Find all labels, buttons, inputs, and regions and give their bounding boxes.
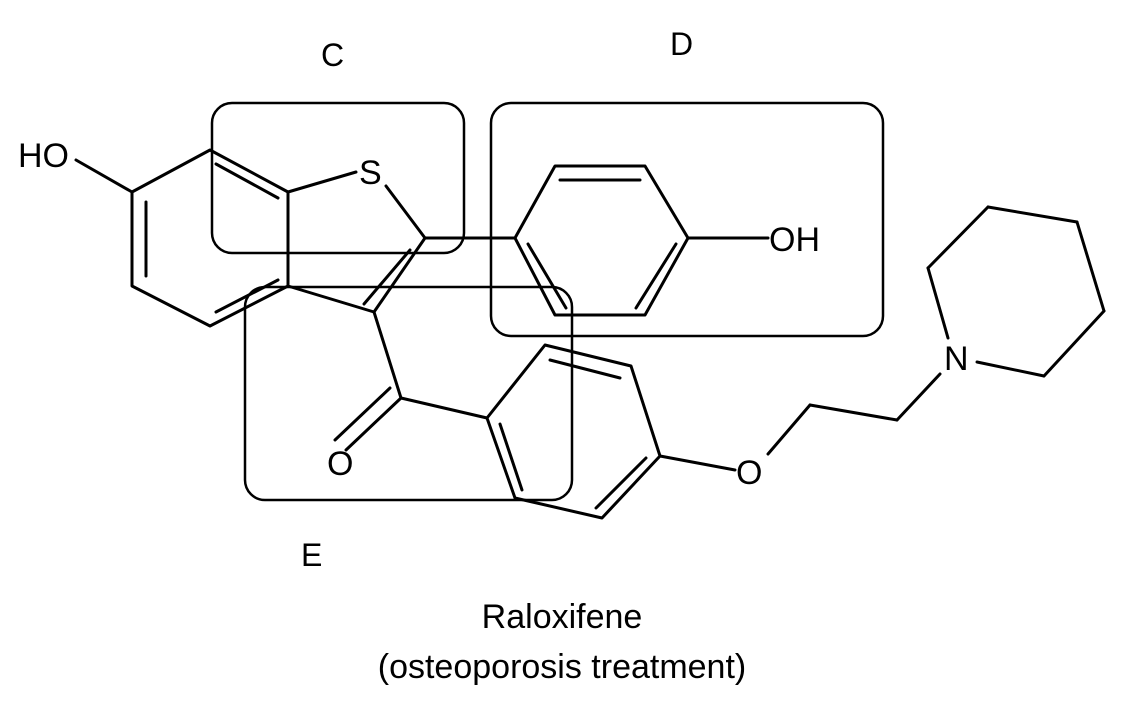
region-e-label: E [301,537,322,573]
region-c-box [210,101,466,255]
compound-use: (osteoporosis treatment) [377,648,747,686]
region-d-box [489,101,885,338]
phenoxy-ring [485,343,662,520]
ether-oxygen-label: O [736,454,762,492]
hydroxyl-label-left: HO [18,137,69,175]
region-d-label: D [670,26,693,62]
hydroxyphenyl-ring [423,164,770,317]
region-c-label: C [321,37,344,73]
compound-name: Raloxifene [481,598,643,636]
thiophene-ring [286,170,427,314]
sulfur-label: S [359,154,382,192]
carbonyl-bridge [333,310,489,452]
nitrogen-label: N [944,340,969,378]
ethoxy-linker [658,372,942,472]
carbonyl-oxygen-label: O [327,445,353,483]
benzo-ring [74,148,290,328]
piperidine-ring [926,205,1106,378]
hydroxyl-label-right: OH [769,221,820,259]
region-e-box [243,285,574,502]
